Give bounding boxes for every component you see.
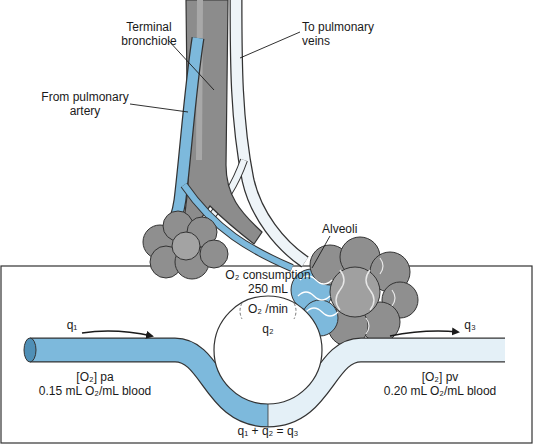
pulmonary-artery (168, 38, 292, 268)
flow-symbol: q₂ (256, 322, 280, 336)
leader-line (130, 32, 330, 268)
concentration-value: 0.20 mL O₂/mL blood (365, 384, 515, 398)
panel-frame (1, 266, 532, 443)
part-label: From pulmonary artery (38, 90, 132, 118)
alveoli-cluster (143, 211, 228, 279)
bronchiole-shade (199, 0, 200, 160)
part-label: Alveoli (322, 222, 372, 236)
heading-text: O₂ consumption 250 mL (223, 268, 313, 296)
concentration-label: [O₂] pa (30, 370, 160, 384)
flow-symbol: q₁ (60, 318, 84, 332)
concentration-label: [O₂] pv (375, 370, 505, 384)
concentration-value: 0.15 mL O₂/mL blood (20, 384, 170, 398)
body-text: O₂ /min (206, 302, 330, 316)
equation-label: q₁ + q₂ = q₃ (188, 424, 348, 438)
part-label: To pulmonary veins (302, 20, 386, 48)
alveolus-circle: O₂ consumption 250 mL O₂ /min (206, 266, 330, 406)
part-label: Terminal bronchiole (110, 20, 188, 48)
flow-symbol: q₃ (458, 318, 482, 332)
